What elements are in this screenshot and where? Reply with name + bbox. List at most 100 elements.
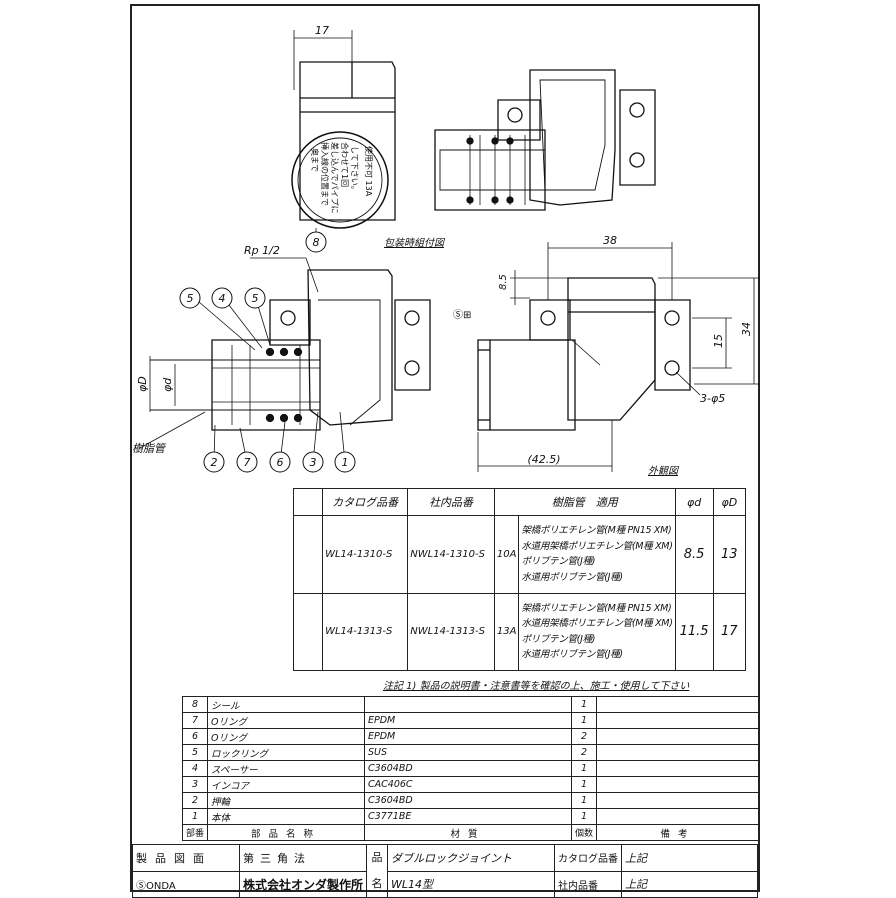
- spec-phi-D: 13: [712, 515, 747, 594]
- parts-header-no: 部番: [181, 824, 209, 841]
- spec-header-pipe: 樹脂管 適用: [493, 488, 676, 516]
- spec-header-row: カタログ品番 社内品番 樹脂管 適用 φd φD: [292, 488, 747, 516]
- parts-row: 6 Oリング EPDM 2: [181, 728, 760, 745]
- exterior-view-label: 外観図: [648, 465, 680, 477]
- package-view-label: 包装時組付図: [384, 237, 446, 249]
- spec-pipe: 水道用ポリブテン管(J種): [521, 649, 623, 661]
- model-name: WL14型: [387, 870, 556, 898]
- part-qty: 1: [571, 776, 598, 793]
- balloon-5a-text: 5: [187, 292, 194, 305]
- part-qty: 2: [571, 728, 598, 745]
- thread-label: Rp 1/2: [244, 244, 280, 257]
- balloon-8: [305, 231, 327, 253]
- dim-8-5: 8.5: [498, 274, 509, 290]
- spec-row: WL14-1310-S NWL14-1310-S 10A 架橋ポリエチレン管(M…: [292, 515, 747, 594]
- balloon-5b-text: 5: [252, 292, 259, 305]
- balloon-4-text: 4: [219, 292, 226, 305]
- spec-pipe: 水道用架橋ポリエチレン管(M種 XM): [521, 540, 673, 552]
- spec-catalog: WL14-1310-S: [322, 515, 409, 594]
- seal-line-1: 奥まで: [310, 148, 320, 172]
- spec-internal: NWL14-1313-S: [407, 592, 495, 671]
- part-qty: 1: [571, 808, 598, 825]
- part-no: 4: [181, 760, 209, 777]
- exterior-view: [477, 242, 760, 472]
- part-name: スペーサー: [207, 760, 366, 777]
- projection-value: 第三角法: [238, 844, 368, 872]
- parts-list: 8 シール 1 7 Oリング EPDM 1 6 Oリング EPDM 2 5 ロッ…: [181, 696, 760, 841]
- part-name: Oリング: [207, 728, 366, 745]
- part-name: シール: [207, 696, 366, 713]
- part-material: CAC406C: [364, 776, 573, 793]
- part-name: ロックリング: [207, 744, 366, 761]
- parts-row: 8 シール 1: [181, 696, 760, 713]
- resin-pipe-label: 樹脂管: [132, 442, 167, 455]
- part-qty: 2: [571, 744, 598, 761]
- parts-row: 7 Oリング EPDM 1: [181, 712, 760, 729]
- dim-42-5: (42.5): [527, 453, 560, 466]
- part-no: 1: [181, 808, 209, 825]
- spec-header-phi-d: φd: [674, 488, 714, 516]
- parts-header-name: 部品名称: [207, 824, 366, 841]
- spec-header-phi-D: φD: [712, 488, 747, 516]
- spec-row-blank: [292, 515, 324, 594]
- part-name: 押輪: [207, 792, 366, 809]
- spec-size: 13A: [493, 592, 520, 671]
- section-view: [139, 257, 431, 463]
- balloon-8-text: 8: [313, 236, 320, 249]
- part-no: 7: [181, 712, 209, 729]
- spec-header-catalog: カタログ品番: [322, 488, 409, 516]
- spec-header-internal: 社内品番: [407, 488, 495, 516]
- dim-phi-D: φD: [136, 376, 149, 392]
- spec-internal: NWL14-1310-S: [407, 515, 495, 594]
- parts-header-remarks: 備考: [596, 824, 760, 841]
- balloon-2-text: 2: [211, 456, 218, 469]
- notes: 注記 1) 製品の説明書・注意書等を確認の上、施工・使用して下さい: [383, 681, 690, 692]
- parts-row: 1 本体 C3771BE 1: [181, 808, 760, 825]
- seal-line-3: 差し込んでパイプに: [330, 142, 340, 214]
- seal-line-6: 使用不可 13A: [364, 146, 374, 197]
- dim-phi-d: φd: [161, 377, 174, 392]
- product-name-label: 品名: [366, 844, 389, 898]
- internal-label: 社内品番: [554, 870, 623, 898]
- balloon-7: [236, 451, 258, 473]
- balloon-1-text: 1: [342, 456, 349, 469]
- part-remarks: [596, 760, 760, 777]
- balloon-1: [334, 451, 356, 473]
- balloon-2: [203, 451, 225, 473]
- spec-pipe: 架橋ポリエチレン管(M種 PN15 XM): [521, 525, 672, 537]
- spec-pipe: 架橋ポリエチレン管(M種 PN15 XM): [521, 602, 672, 614]
- technical-drawing: 8 5 4 5 2 7 6 3 1 17 38 (42.5) 8.5 15 34…: [132, 24, 760, 477]
- product-name: ダブルロックジョイント: [387, 844, 556, 872]
- parts-row: 2 押輪 C3604BD 1: [181, 792, 760, 809]
- part-remarks: [596, 728, 760, 745]
- package-assembly-view: [434, 69, 656, 211]
- dim-17: 17: [315, 24, 329, 37]
- material-mark: Ⓢ⊞: [453, 309, 471, 321]
- balloon-4: [211, 287, 233, 309]
- title-row-1: 製品図面 第三角法 品名 ダブルロックジョイント カタログ品番 上記: [132, 844, 758, 898]
- part-remarks: [596, 776, 760, 793]
- spec-size: 10A: [493, 515, 520, 594]
- spec-pipe: 水道用ポリブテン管(J種): [521, 571, 623, 583]
- balloon-5a: [179, 287, 201, 309]
- projection-label: 製品図面: [132, 844, 240, 872]
- parts-row: 4 スペーサー C3604BD 1: [181, 760, 760, 777]
- part-material: C3604BD: [364, 760, 573, 777]
- part-material: EPDM: [364, 712, 573, 729]
- spec-row-blank: [292, 592, 324, 671]
- part-material: EPDM: [364, 728, 573, 745]
- seal-line-5: して下さい。: [350, 146, 359, 194]
- part-remarks: [596, 696, 760, 713]
- part-name: Oリング: [207, 712, 366, 729]
- part-no: 6: [181, 728, 209, 745]
- spec-row: WL14-1313-S NWL14-1313-S 13A 架橋ポリエチレン管(M…: [292, 592, 747, 671]
- spec-table: カタログ品番 社内品番 樹脂管 適用 φd φD WL14-1310-S NWL…: [292, 488, 747, 671]
- spec-pipes: 架橋ポリエチレン管(M種 PN15 XM) 水道用架橋ポリエチレン管(M種 XM…: [518, 515, 676, 594]
- balloon-7-text: 7: [244, 456, 251, 469]
- part-qty: 1: [571, 712, 598, 729]
- part-material: C3771BE: [364, 808, 573, 825]
- part-no: 2: [181, 792, 209, 809]
- internal-value: 上記: [621, 870, 758, 898]
- title-block: 製品図面 第三角法 品名 ダブルロックジョイント カタログ品番 上記 ⓈONDA…: [132, 844, 758, 898]
- balloon-6: [269, 451, 291, 473]
